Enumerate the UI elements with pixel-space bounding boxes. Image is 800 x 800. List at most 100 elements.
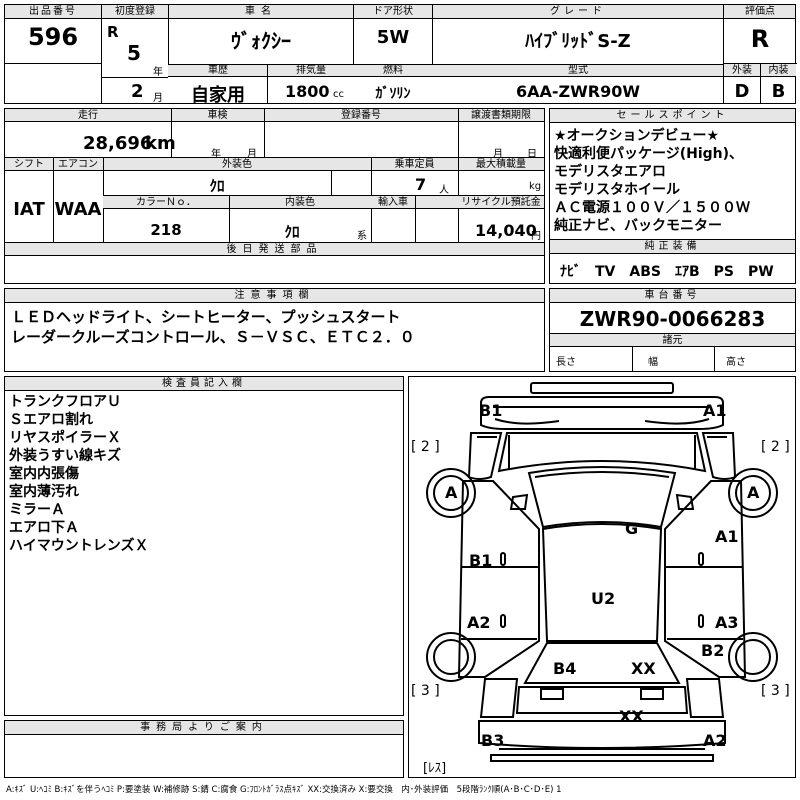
inspector-item: ハイマウントレンズＸ bbox=[9, 538, 149, 554]
car-diagram: B1 A1 [ 2 ] [ 2 ] A A G B1 A1 U2 A2 A3 B… bbox=[408, 376, 796, 778]
header-row-2 bbox=[168, 64, 723, 77]
note-line: ＬＥＤヘッドライト、シートヒーター、プッシュスタート bbox=[11, 308, 401, 326]
reg-no-header: 登録番号 bbox=[341, 110, 381, 121]
sales-point-item: ★オークションデビュー★ bbox=[554, 128, 720, 144]
capacity-value: 7 bbox=[415, 175, 427, 194]
notes-header: 注意事項欄 bbox=[234, 290, 315, 301]
sales-point-item: モデリスタホイール bbox=[554, 182, 680, 198]
sales-points-list: ★オークションデビュー★ 快適利便パッケージ(High)、モデリスタエアロモデリス… bbox=[554, 127, 794, 235]
mileage-header: 走行 bbox=[78, 110, 98, 121]
displacement-value: 1800 bbox=[285, 82, 330, 101]
int-unit: 系 bbox=[357, 231, 367, 242]
int-color-value: ｸﾛ bbox=[284, 223, 300, 241]
import-header: 輸入車 bbox=[378, 197, 408, 208]
standard-value: ﾅﾋﾞ TV ABS ｴｱB PS PW bbox=[560, 264, 774, 280]
score-value: R bbox=[750, 25, 770, 53]
inspector-item: エアロ下Ａ bbox=[9, 520, 79, 536]
sales-point-item: 快適利便パッケージ(High)、 bbox=[554, 146, 744, 162]
bracket-3-left: [ 3 ] bbox=[411, 683, 440, 699]
specs-header: 諸元 bbox=[662, 335, 683, 346]
interior-header: 内装 bbox=[768, 65, 789, 76]
first-reg-header: 初度登録 bbox=[115, 6, 155, 17]
lot-no-header: 出品番号 bbox=[29, 6, 77, 17]
cc-unit: cc bbox=[333, 89, 344, 100]
model-value: 6AA-ZWR90W bbox=[515, 82, 641, 101]
capacity-header: 乗車定員 bbox=[394, 159, 435, 170]
ext-color-header: 外装色 bbox=[222, 159, 252, 170]
damage-b1-left-door: B1 bbox=[469, 551, 493, 570]
aircon-header: エアコン bbox=[58, 159, 98, 170]
year-unit: 年 bbox=[153, 67, 163, 78]
sales-point-item: 純正ナビ、バックモニター bbox=[554, 218, 722, 234]
office-block: 事務局よりご案内 bbox=[4, 720, 404, 778]
damage-a2-left-door: A2 bbox=[467, 613, 491, 632]
month-unit: 月 bbox=[153, 93, 163, 104]
sales-point-item: モデリスタエアロ bbox=[554, 164, 666, 180]
length-label: 長さ bbox=[556, 357, 576, 368]
model-header: 型式 bbox=[568, 65, 588, 76]
exterior-header: 外装 bbox=[732, 65, 752, 76]
damage-u2-roof: U2 bbox=[591, 589, 616, 608]
history-value: 自家用 bbox=[191, 85, 245, 106]
top-block: 出品番号 初度登録 車名 ドア形状 グレード 評価点 596 R 5 年 ｳﾞｫ… bbox=[4, 4, 797, 106]
inspector-item: 室内薄汚れ bbox=[9, 484, 79, 500]
header-row-1 bbox=[5, 5, 795, 19]
transfer-month: 月 bbox=[493, 149, 503, 160]
max-load-header: 最大積載量 bbox=[476, 159, 526, 170]
damage-b4-rear: B4 bbox=[553, 659, 577, 678]
door-header: ドア形状 bbox=[373, 6, 413, 17]
notes-block: 注意事項欄 ＬＥＤヘッドライト、シートヒーター、プッシュスタートレーダークルーズ… bbox=[4, 288, 545, 372]
ext-color-value: ｸﾛ bbox=[209, 177, 225, 195]
damage-g-windshield: G bbox=[625, 519, 639, 538]
inspector-item: トランクフロアＵ bbox=[9, 394, 121, 410]
less-label: [ﾚｽ] bbox=[423, 761, 447, 776]
grade-header: グレード bbox=[550, 6, 606, 17]
bracket-2-left: [ 2 ] bbox=[411, 439, 440, 455]
transfer-header: 譲渡書類期限 bbox=[471, 110, 531, 121]
height-label: 高さ bbox=[726, 357, 746, 368]
inspector-item: 室内内張傷 bbox=[9, 466, 79, 482]
later-parts-header: 後日発送部品 bbox=[226, 244, 323, 255]
car-name-header: 車名 bbox=[245, 6, 277, 17]
mileage-value: 28,696 bbox=[83, 133, 153, 154]
car-name-value: ｳﾞｫｸｼｰ bbox=[231, 29, 291, 53]
bracket-3-right: [ 3 ] bbox=[761, 683, 790, 699]
interior-value: B bbox=[771, 81, 786, 102]
shaken-header: 車検 bbox=[207, 110, 228, 121]
capacity-unit: 人 bbox=[439, 185, 449, 196]
aircon-value: WAA bbox=[54, 199, 102, 220]
shift-header: シフト bbox=[14, 159, 44, 170]
color-no-value: 218 bbox=[150, 221, 182, 239]
damage-a2-rear: A2 bbox=[703, 731, 727, 750]
grade-value: ﾊｲﾌﾞﾘｯﾄﾞS-Z bbox=[525, 31, 631, 52]
damage-a1-right-door: A1 bbox=[715, 527, 739, 546]
yen-unit: 円 bbox=[531, 231, 541, 242]
inspector-item: ミラーＡ bbox=[9, 502, 65, 518]
damage-legend: A:ｷｽﾞ U:ﾍｺﾐ B:ｷｽﾞを伴うﾍｺﾐ P:要塗装 W:補修跡 S:錆 … bbox=[6, 785, 562, 795]
damage-b1-front: B1 bbox=[479, 401, 503, 420]
sales-points-block: セールスポイント ★オークションデビュー★快適利便パッケージ(High)、モデリ… bbox=[549, 108, 796, 284]
history-header: 車歴 bbox=[208, 65, 228, 76]
kg-unit: kg bbox=[529, 181, 542, 192]
shift-value: IAT bbox=[13, 199, 45, 220]
fuel-header: 燃料 bbox=[383, 65, 403, 76]
chassis-header: 車台番号 bbox=[644, 290, 701, 301]
shaken-year: 年 bbox=[211, 149, 221, 160]
sales-point-item: ＡＣ電源１００Ｖ／１５００Ｗ bbox=[554, 200, 750, 216]
int-color-header: 内装色 bbox=[285, 197, 315, 208]
recycle-value: 14,040 bbox=[475, 221, 537, 240]
inspector-item: Ｓエアロ割れ bbox=[9, 412, 93, 428]
damage-a-right-wheel: A bbox=[747, 483, 760, 502]
fuel-value: ｶﾞｿﾘﾝ bbox=[375, 86, 411, 102]
transfer-day: 日 bbox=[527, 149, 537, 160]
car-outline-svg bbox=[426, 382, 778, 762]
office-header: 事務局よりご案内 bbox=[140, 722, 268, 733]
bracket-2-right: [ 2 ] bbox=[761, 439, 790, 455]
note-line: レーダークルーズコントロール、Ｓ－ＶＳＣ、ＥＴＣ２．０ bbox=[11, 328, 415, 346]
year-value: 5 bbox=[127, 41, 141, 65]
damage-a1-front: A1 bbox=[703, 401, 727, 420]
era-value: R bbox=[107, 23, 119, 41]
chassis-value: ZWR90-0066283 bbox=[579, 307, 766, 331]
damage-b3-rear: B3 bbox=[481, 731, 505, 750]
